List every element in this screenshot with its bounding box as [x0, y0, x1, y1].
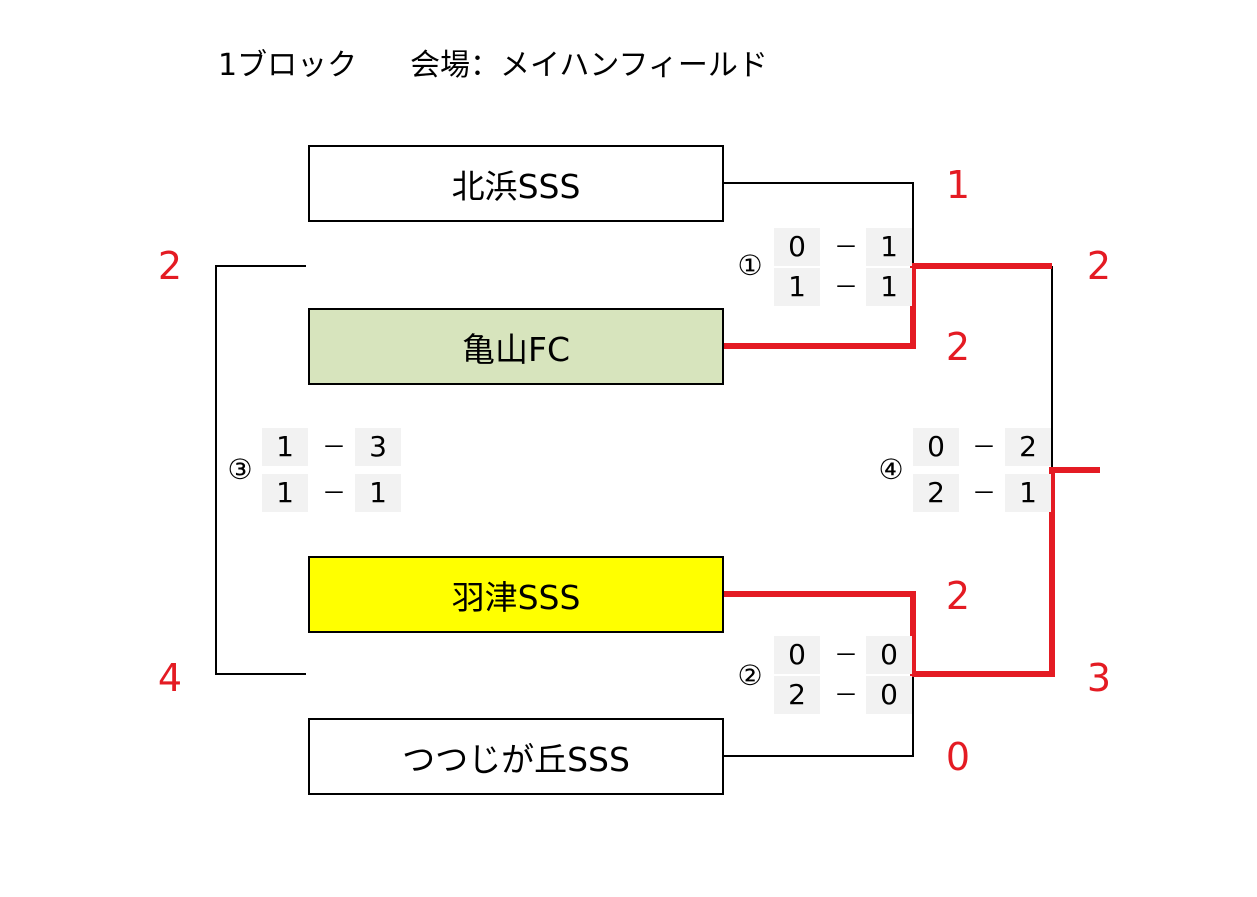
match-4-dash: － — [972, 479, 996, 507]
match-2-number: ② — [737, 659, 763, 692]
match-1-dash: － — [834, 233, 858, 261]
match-3-cell: 3 — [355, 428, 401, 466]
score-tsutsujigaoka: 0 — [945, 735, 971, 779]
score-match3-top: 2 — [157, 244, 183, 288]
match-4-number: ④ — [878, 453, 904, 486]
score-match3-bottom: 4 — [157, 656, 183, 700]
match-3-cell: 1 — [355, 474, 401, 512]
match-4-cell: 0 — [913, 428, 959, 466]
bracket-black-lines — [215, 182, 1053, 757]
team-kameyama-name: 亀山FC — [461, 329, 571, 369]
match-2-dash: － — [834, 641, 858, 669]
score-kameyama: 2 — [945, 325, 971, 369]
match-2-cell: 2 — [774, 676, 820, 714]
match-2-cell: 0 — [866, 636, 912, 674]
team-kitahama-name: 北浜SSS — [451, 166, 581, 206]
match-3-dash: － — [322, 433, 346, 461]
match-4-cell: 1 — [1005, 474, 1051, 512]
match-1-dash: － — [834, 273, 858, 301]
match-4-cell: 2 — [913, 474, 959, 512]
match-3-dash: － — [322, 479, 346, 507]
score-match4-bottom: 3 — [1086, 656, 1112, 700]
bracket-winner-lines — [724, 263, 1100, 677]
team-hazu-name: 羽津SSS — [451, 577, 581, 617]
match-3-cell: 1 — [262, 474, 308, 512]
match-1-cell: 0 — [774, 228, 820, 266]
match-2-dash: － — [834, 681, 858, 709]
match3-bracket-line — [215, 265, 306, 675]
score-hazu: 2 — [945, 574, 971, 618]
team-hazu: 羽津SSS — [308, 556, 724, 633]
block-title: 1ブロック — [218, 48, 358, 83]
match-1-cell: 1 — [866, 268, 912, 306]
score-kitahama: 1 — [945, 163, 971, 207]
kitahama-line — [724, 182, 914, 265]
team-tsutsujigaoka-name: つつじが丘SSS — [402, 739, 630, 779]
match-3-cell: 1 — [262, 428, 308, 466]
match-1-cell: 1 — [866, 228, 912, 266]
tsutsujigaoka-line — [724, 676, 914, 757]
match-4-cell: 2 — [1005, 428, 1051, 466]
match-1-cell: 1 — [774, 268, 820, 306]
hazu-win-line — [724, 467, 1100, 677]
kameyama-win-line — [724, 263, 1052, 349]
team-tsutsujigaoka: つつじが丘SSS — [308, 718, 724, 795]
match-4-dash: － — [972, 433, 996, 461]
venue-title: 会場：メイハンフィールド — [410, 48, 768, 83]
match-1-number: ① — [737, 249, 763, 282]
match-3-number: ③ — [227, 453, 253, 486]
team-kameyama: 亀山FC — [308, 308, 724, 385]
score-match4-top: 2 — [1086, 244, 1112, 288]
match-2-cell: 0 — [866, 676, 912, 714]
match-2-cell: 0 — [774, 636, 820, 674]
team-kitahama: 北浜SSS — [308, 145, 724, 222]
